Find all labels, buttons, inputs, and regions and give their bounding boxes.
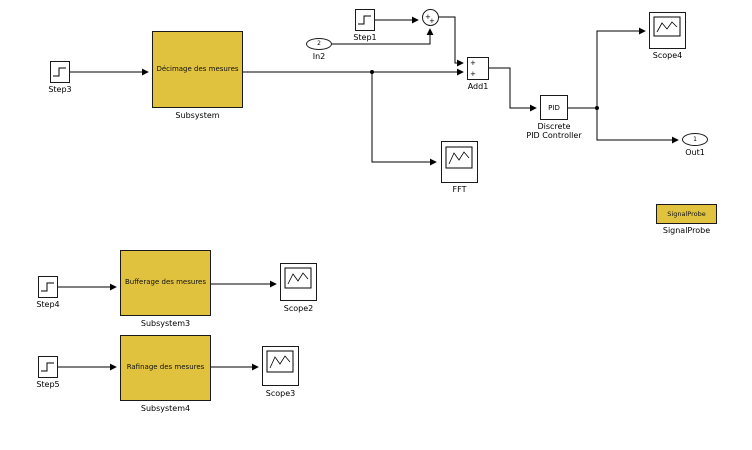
- pid-block-text: PID: [548, 103, 560, 112]
- block-subsystem3[interactable]: Bufferage des mesures: [120, 250, 211, 316]
- block-step5[interactable]: [38, 356, 58, 378]
- block-step5-label: Step5: [36, 380, 60, 389]
- block-scope3-label: Scope3: [265, 389, 296, 398]
- pid-label-line1: Discrete: [537, 122, 571, 131]
- block-step3-label: Step3: [48, 85, 72, 94]
- port-in2-label: In2: [312, 52, 326, 61]
- sum-plus-bottom: +: [429, 17, 435, 25]
- port-in2-number: 2: [317, 40, 321, 47]
- pid-label-line2: PID Controller: [526, 131, 582, 141]
- subsystem4-title: Rafinage des mesures: [126, 363, 205, 372]
- block-signalprobe[interactable]: SignalProbe: [656, 204, 717, 224]
- block-pid-controller[interactable]: PID: [540, 95, 568, 120]
- wire-in2-to-sum[interactable]: [332, 28, 434, 45]
- block-fft-label: FFT: [452, 185, 467, 194]
- block-scope2-label: Scope2: [283, 304, 314, 313]
- wire-branch-to-fft[interactable]: [371, 72, 437, 166]
- block-signalprobe-label: SignalProbe: [662, 226, 711, 235]
- block-scope4[interactable]: [649, 12, 686, 49]
- block-scope4-label: Scope4: [652, 51, 683, 60]
- add1-plus-top: +: [470, 59, 476, 67]
- block-pid-label: Discrete PID Controller: [514, 122, 594, 140]
- block-subsystem4[interactable]: Rafinage des mesures: [120, 335, 211, 401]
- signalprobe-text: SignalProbe: [667, 210, 706, 218]
- scope-icon: [266, 350, 294, 373]
- wire-sum-to-add1[interactable]: [439, 16, 464, 67]
- block-step4[interactable]: [38, 276, 58, 298]
- block-step1-label: Step1: [353, 33, 377, 42]
- port-out1-label: Out1: [685, 148, 705, 157]
- block-fft-scope[interactable]: [441, 141, 478, 183]
- block-add1[interactable]: + +: [467, 57, 489, 80]
- block-step4-label: Step4: [36, 300, 60, 309]
- scope-icon: [445, 146, 473, 169]
- subsystem-title: Décimage des mesures: [156, 64, 239, 73]
- wire-branch-to-out1[interactable]: [596, 108, 679, 144]
- branch-dot: [595, 106, 599, 110]
- block-subsystem3-label: Subsystem3: [140, 319, 191, 328]
- scope-icon: [653, 16, 681, 37]
- port-out1[interactable]: 1: [682, 133, 708, 146]
- subsystem3-title: Bufferage des mesures: [124, 278, 207, 287]
- step-signal-icon: [41, 282, 54, 292]
- block-subsystem[interactable]: Décimage des mesures: [152, 31, 243, 108]
- block-subsystem-label: Subsystem: [175, 111, 220, 120]
- block-scope3[interactable]: [262, 346, 299, 386]
- wire-add1-to-pid[interactable]: [489, 67, 537, 112]
- block-subsystem4-label: Subsystem4: [140, 404, 191, 413]
- block-add1-label: Add1: [467, 82, 489, 91]
- block-step3[interactable]: [50, 61, 70, 83]
- wire-branch-to-scope4[interactable]: [596, 27, 646, 108]
- step-signal-icon: [53, 67, 66, 77]
- port-out1-number: 1: [693, 135, 697, 143]
- sum-plus-left: +: [425, 13, 431, 21]
- port-in2[interactable]: 2: [306, 38, 332, 50]
- add1-plus-bottom: +: [470, 70, 476, 78]
- block-step1[interactable]: [355, 9, 375, 31]
- step-signal-icon: [41, 362, 54, 372]
- block-scope2[interactable]: [280, 263, 317, 301]
- branch-dot: [370, 70, 374, 74]
- scope-icon: [284, 267, 312, 289]
- step-signal-icon: [358, 15, 371, 25]
- block-sum[interactable]: + +: [422, 9, 439, 26]
